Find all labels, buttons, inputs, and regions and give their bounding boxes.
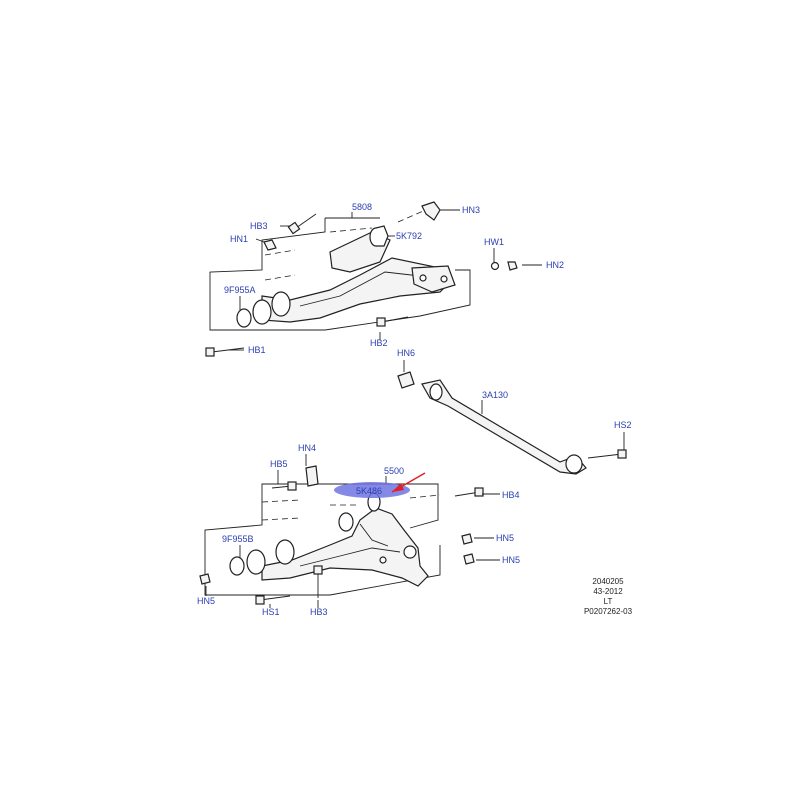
label-9f955b: 9F955B	[222, 534, 254, 544]
upper-arm-assembly	[205, 201, 542, 357]
label-3a130: 3A130	[482, 390, 508, 400]
label-hs2: HS2	[614, 420, 632, 430]
tie-rod-assembly	[397, 360, 627, 475]
label-hb5: HB5	[270, 459, 288, 469]
label-hn5-left: HN5	[197, 596, 215, 606]
reference-line-2: 43-2012	[593, 587, 623, 596]
label-5500: 5500	[384, 466, 404, 476]
label-5k792: 5K792	[396, 231, 422, 241]
label-hb1: HB1	[248, 345, 266, 355]
label-hn5-right-lower: HN5	[502, 555, 520, 565]
label-hn4: HN4	[298, 443, 316, 453]
label-hb4: HB4	[502, 490, 520, 500]
reference-line-3: LT	[604, 597, 613, 606]
highlight-ellipse	[334, 482, 410, 498]
label-5k486: 5K486	[356, 486, 382, 496]
label-hn6: HN6	[397, 348, 415, 358]
reference-line-4: P0207262-03	[584, 607, 633, 616]
lower-arm-assembly	[199, 454, 500, 608]
label-hn1: HN1	[230, 234, 248, 244]
label-hb3-bottom: HB3	[310, 607, 328, 617]
label-hn2: HN2	[546, 260, 564, 270]
label-hw1: HW1	[484, 237, 504, 247]
label-hn3: HN3	[462, 205, 480, 215]
label-5808: 5808	[352, 202, 372, 212]
label-hb2: HB2	[370, 338, 388, 348]
label-hn5-right-upper: HN5	[496, 533, 514, 543]
label-hb3-top: HB3	[250, 221, 268, 231]
reference-line-1: 2040205	[592, 577, 624, 586]
label-9f955a: 9F955A	[224, 285, 256, 295]
highlight-arrowhead	[392, 483, 404, 492]
label-hs1: HS1	[262, 607, 280, 617]
